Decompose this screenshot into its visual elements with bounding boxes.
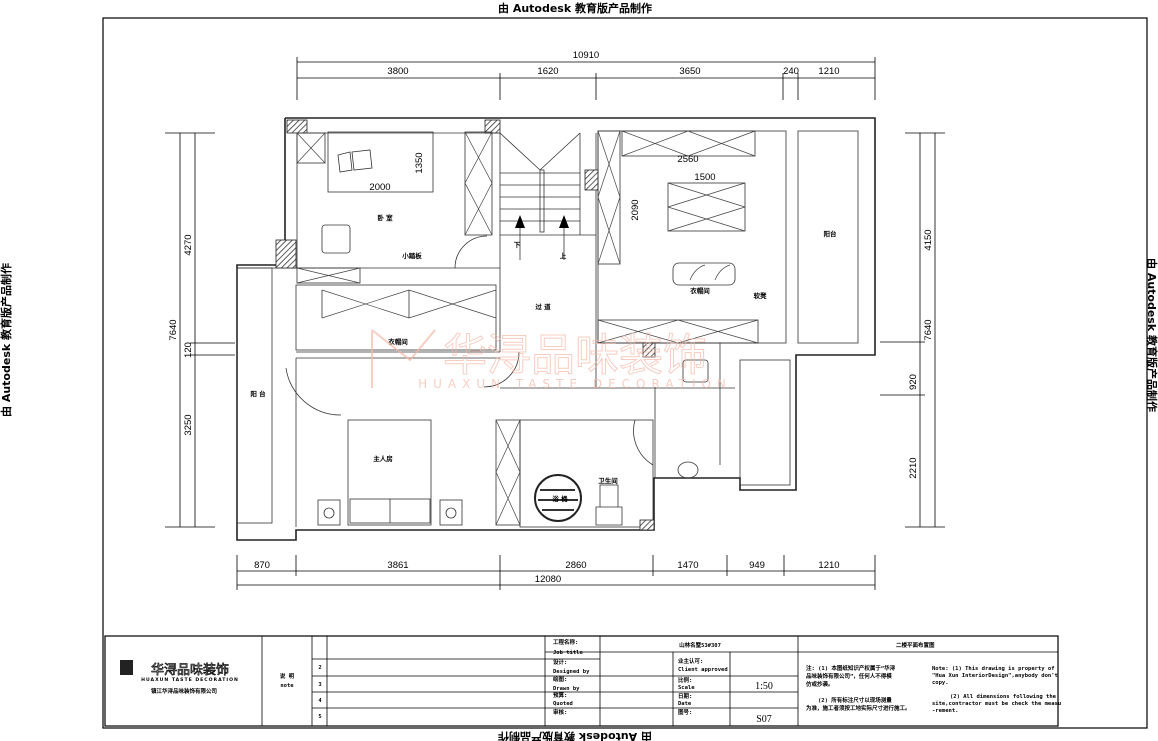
logo-company-text: 镇江华浔品味装饰有限公司 <box>151 687 217 695</box>
dimensions-bottom-4-text: 949 <box>749 560 765 571</box>
title-block-quoted-en-text: Quoted <box>553 701 573 707</box>
dimensions-top-4-text: 1210 <box>818 66 839 77</box>
title-block-note1-en-b-text: "Hua Xun InteriorDesign",anybody don't <box>932 673 1058 679</box>
top-dimensions: 10910 3800 1620 3650 240 1210 <box>296 50 876 100</box>
dimensions-inner-bed-w-text: 2000 <box>369 182 390 193</box>
title-block-client-cn-text: 业主认可: <box>678 657 703 665</box>
title-block-rows-3-text: 5 <box>318 714 321 720</box>
dimensions-right-1-text: 920 <box>908 374 919 390</box>
rooms-balcony-right-text: 阳台 <box>824 229 838 238</box>
logo-brand-cn-text: 华浔品味装饰 <box>151 663 229 678</box>
title-block: 华浔品味装饰 HUAXUN TASTE DECORATION 镇江华浔品味装饰有… <box>104 635 1061 727</box>
dimensions-bottom-5-text: 1210 <box>818 560 839 571</box>
title-block-job-title-cn-text: 工程名称: <box>553 638 578 646</box>
dimensions-inner-closet-h-text: 2090 <box>630 199 641 220</box>
rooms-down-text: 下 <box>514 241 521 249</box>
title-block-note-en-text: note <box>280 683 294 689</box>
rooms-master-text: 主人房 <box>373 454 393 463</box>
title-block-rows-2-text: 4 <box>318 698 322 704</box>
dimensions-top-2-text: 3650 <box>679 66 700 77</box>
dimensions-inner-bed-h-text: 1350 <box>414 152 425 173</box>
bottom-dimensions: 870 3861 2860 1470 949 1210 12080 <box>236 555 876 590</box>
right-dimensions: 4150 7640 920 2210 <box>880 132 945 528</box>
title-block-job-title-en-text: Job title <box>553 650 583 656</box>
watermark-top: 由 Autodesk 教育版产品制作 <box>498 1 652 15</box>
title-block-note2-en-b-text: site,contractor must be check the measu <box>932 701 1061 707</box>
title-block-note2-en-c-text: -rement. <box>932 708 959 714</box>
dimensions-bottom-2-text: 2860 <box>565 560 586 571</box>
dimensions-left-0-text: 4270 <box>183 234 194 255</box>
title-block-note2-cn-b-text: 为准，施工者须按工地实际尺寸进行施工。 <box>806 704 911 712</box>
dimensions-bottom-0-text: 870 <box>254 560 270 571</box>
rooms-stool-text: 软凳 <box>754 291 768 300</box>
logo-brand-cn-text: 华浔品味装饰 <box>443 330 707 381</box>
watermark-bottom: 由 Autodesk 教育版产品制作 <box>498 730 652 741</box>
title-block-no-value-text: S07 <box>756 714 772 725</box>
dimensions-right-2-text: 2210 <box>908 457 919 478</box>
rooms-bedroom-text: 卧 室 <box>377 213 393 222</box>
title-block-no-cn-text: 图号: <box>678 708 692 716</box>
title-block-date-cn-text: 日期: <box>678 692 692 700</box>
rooms-cloakroom-right-text: 衣帽间 <box>690 286 710 295</box>
dimensions-top-0-text: 3800 <box>387 66 408 77</box>
title-block-note1-en-a-text: Note: (1) This drawing is property of <box>932 666 1055 672</box>
title-block-note1-cn-a-text: 注: (1) 本图纸知识产权属于“华浔 <box>806 664 896 672</box>
title-block-drawn-cn-text: 绘图: <box>553 675 567 683</box>
logo-brand-en-text: HUAXUN TASTE DECORATION <box>418 377 732 391</box>
title-block-client-en-text: Client approved <box>678 667 728 673</box>
watermark-left: 由 Autodesk 教育版产品制作 <box>0 263 13 417</box>
title-block-note-cn-text: 说 明 <box>280 672 295 680</box>
rooms-balcony-left-text: 阳 台 <box>250 389 266 398</box>
title-block-rows-0-text: 2 <box>318 665 321 671</box>
dimensions-bottom-3-text: 1470 <box>677 560 698 571</box>
dimensions-top-3-text: 240 <box>783 66 799 77</box>
rooms-tub-text: 浴 桶 <box>552 494 568 503</box>
watermark-right: 由 Autodesk 教育版产品制作 <box>1145 258 1158 412</box>
title-block-designed-cn-text: 设计: <box>553 658 567 666</box>
title-block-note2-en-a-text: (2) All dimensions following the <box>950 694 1057 700</box>
title-block-note1-cn-b-text: 品味装饰有限公司”，任何人不得模 <box>806 672 892 680</box>
dimensions-left-1-text: 120 <box>183 342 194 358</box>
dimensions-bottom-1-text: 3861 <box>387 560 408 571</box>
dimensions-right-0-text: 4150 <box>923 229 934 250</box>
title-block-check-cn-text: 审核: <box>553 708 567 716</box>
title-block-quoted-cn-text: 预算: <box>553 691 567 699</box>
title-block-job-value-text: 山林名墅53#307 <box>679 641 721 649</box>
rooms-cloakroom-left-text: 衣帽间 <box>388 337 408 346</box>
furniture: 2000 1350 2560 2090 1500 <box>285 130 759 526</box>
title-block-drawing-title-text: 二楼平面布置图 <box>896 641 935 649</box>
logo-watermark: 华浔品味装饰 HUAXUN TASTE DECORATION <box>371 329 732 391</box>
rooms-corridor-text: 过 道 <box>535 302 551 311</box>
dimensions-top-1-text: 1620 <box>537 66 558 77</box>
logo-brand-en-text: HUAXUN TASTE DECORATION <box>141 677 239 683</box>
rooms-step-text: 小踏板 <box>401 251 422 260</box>
dimensions-right-total-text: 7640 <box>923 319 934 340</box>
dimensions-top-total-text: 10910 <box>573 50 599 61</box>
left-dimensions: 7640 4270 120 3250 <box>165 132 235 528</box>
title-block-note1-cn-c-text: 仿或抄袭。 <box>806 680 834 688</box>
rooms-up-text: 上 <box>560 251 567 260</box>
rooms-bathroom-text: 卫生间 <box>598 476 618 485</box>
dimensions-left-total-text: 7640 <box>168 319 179 340</box>
title-block-designed-en-text: Designed by <box>553 669 590 675</box>
sheet-border <box>102 17 1148 729</box>
title-block-scale-cn-text: 比例: <box>678 676 692 684</box>
title-block-drawn-en-text: Drawn by <box>553 686 580 692</box>
title-block-rows-1-text: 3 <box>318 682 321 688</box>
title-block-note2-cn-a-text: (2) 所有标注尺寸以现场测量 <box>818 696 892 704</box>
dimensions-bottom-total-text: 12080 <box>535 574 561 585</box>
title-block-scale-value-text: 1:50 <box>755 681 773 692</box>
room-labels: 卧 室 小踏板 衣帽间 过 道 下 上 衣帽间 软凳 阳台 阳 台 主人房 浴 … <box>250 213 837 503</box>
title-block-note1-en-c-text: copy. <box>932 680 949 686</box>
dimensions-left-2-text: 3250 <box>183 414 194 435</box>
title-block-scale-en-text: Scale <box>678 685 695 691</box>
dimensions-inner-island-w-text: 1500 <box>694 172 715 183</box>
title-block-date-en-text: Date <box>678 701 692 707</box>
dimensions-inner-closet-w-text: 2560 <box>677 154 698 165</box>
